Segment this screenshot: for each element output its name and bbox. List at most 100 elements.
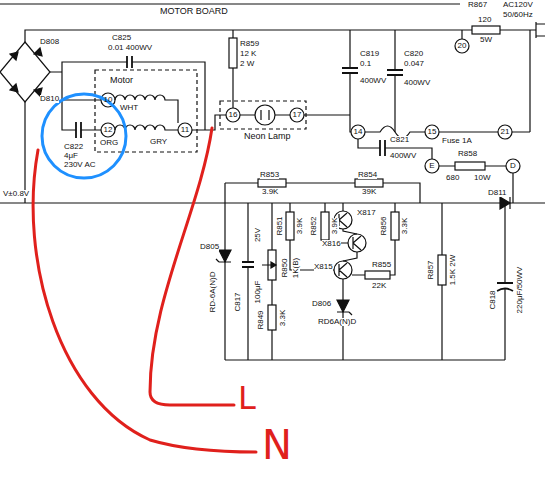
wire [304, 30, 395, 132]
part-label: 3.9K [331, 218, 339, 234]
part-label: 15 [428, 128, 437, 136]
part-label: 220μF/50WV [516, 267, 524, 314]
part-label: 400WV [404, 79, 430, 87]
potentiometer-symbol [268, 250, 276, 280]
part-label: Motor [110, 76, 133, 85]
capacitor-symbol [380, 140, 385, 156]
resistor-symbol [286, 212, 294, 240]
part-label: 0.1 [360, 60, 371, 68]
part-label: Fuse 1A [442, 137, 472, 145]
terminal [498, 125, 512, 139]
capacitor-symbol [342, 68, 403, 75]
wire [343, 203, 395, 360]
part-label: 50/60Hz [503, 11, 533, 19]
part-label: R854 [358, 171, 377, 179]
wire [224, 183, 225, 360]
part-label: 11 [181, 126, 189, 134]
part-label: 0.047 [404, 60, 424, 68]
part-label: R867 [468, 1, 487, 9]
part-label: 20 [458, 42, 467, 50]
part-label: V±0.8V [3, 190, 29, 198]
part-label: 400WV [390, 152, 416, 160]
capacitor-symbol [497, 283, 513, 291]
part-label: 17 [293, 111, 302, 119]
bridge-rectifier [0, 42, 50, 102]
terminal [178, 123, 192, 137]
resistor-symbol [229, 38, 237, 68]
part-label: 5W [480, 36, 492, 44]
part-label: 16 [229, 111, 238, 119]
part-label: 400WV [360, 77, 386, 85]
part-label: R852 [310, 216, 318, 235]
wire [225, 183, 420, 203]
resistor-symbol [391, 212, 399, 240]
part-label: D810 [40, 95, 59, 103]
part-label: C825 [112, 34, 131, 42]
annotation-line [33, 150, 256, 452]
wire [0, 102, 545, 203]
part-label: D808 [40, 38, 59, 46]
resistor-symbol [472, 26, 500, 34]
part-label: 680 [446, 174, 459, 182]
part-label: 1.5K 2W [449, 255, 457, 286]
plug-symbol [536, 22, 545, 38]
terminal [506, 159, 520, 173]
part-label: R849 [257, 310, 265, 329]
terminal [290, 108, 304, 122]
part-label: C818 [489, 290, 497, 309]
wiper-arrow [271, 262, 276, 268]
part-label: GRY [150, 138, 167, 146]
diode-symbol [10, 48, 42, 96]
wire [25, 30, 536, 132]
part-label: 1K(B) [292, 258, 300, 278]
part-label: 3.9K [296, 218, 304, 234]
part-label: R857 [427, 260, 435, 279]
part-label: C819 [360, 50, 379, 58]
part-label: WHT [120, 104, 138, 112]
part-label: RD-6A(N)D [209, 272, 217, 313]
wire [240, 110, 290, 120]
part-label: 12 K [240, 50, 256, 58]
part-label: C820 [404, 50, 423, 58]
resistor-symbol [258, 179, 286, 187]
part-label: 0.01 400WV [108, 44, 152, 52]
part-label: X816 [322, 240, 341, 248]
part-label: 39K [362, 188, 376, 196]
part-label: 3.3K [279, 310, 287, 326]
part-label: E [429, 162, 434, 170]
part-label: D [510, 162, 516, 170]
part-label: 10 [104, 96, 113, 104]
part-label: R856 [380, 216, 388, 235]
part-label: 14 [354, 128, 363, 136]
part-label: R858 [458, 150, 477, 158]
part-label: 2 W [240, 60, 254, 68]
resistor-symbol [455, 162, 485, 170]
part-label: 230V AC [64, 161, 96, 169]
part-label: AC120V [503, 1, 533, 9]
part-label: 21 [501, 128, 510, 136]
terminal [425, 125, 439, 139]
part-label: 100μF [254, 281, 262, 304]
terminal [101, 123, 115, 137]
part-label: 3.3K [401, 218, 409, 234]
part-label: 120 [478, 16, 491, 24]
resistor-symbol [438, 255, 446, 285]
part-label: MOTOR BOARD [160, 7, 228, 16]
part-label: 4μF [64, 152, 78, 160]
transistor-symbol [348, 234, 366, 252]
board-edge [0, 3, 460, 4]
part-label: R855 [372, 261, 391, 269]
terminal [455, 39, 469, 53]
annotation-line [150, 128, 234, 405]
zener-symbol [337, 300, 352, 315]
part-label: 3.9K [262, 188, 278, 196]
handwritten-note: L [238, 382, 256, 414]
terminal [226, 108, 240, 122]
part-label: R853 [260, 171, 279, 179]
resistor-symbol [355, 179, 383, 187]
part-label: D806 [312, 300, 331, 308]
part-label: D811 [488, 189, 507, 197]
motor-box [95, 70, 197, 152]
part-label: R851 [276, 216, 284, 235]
